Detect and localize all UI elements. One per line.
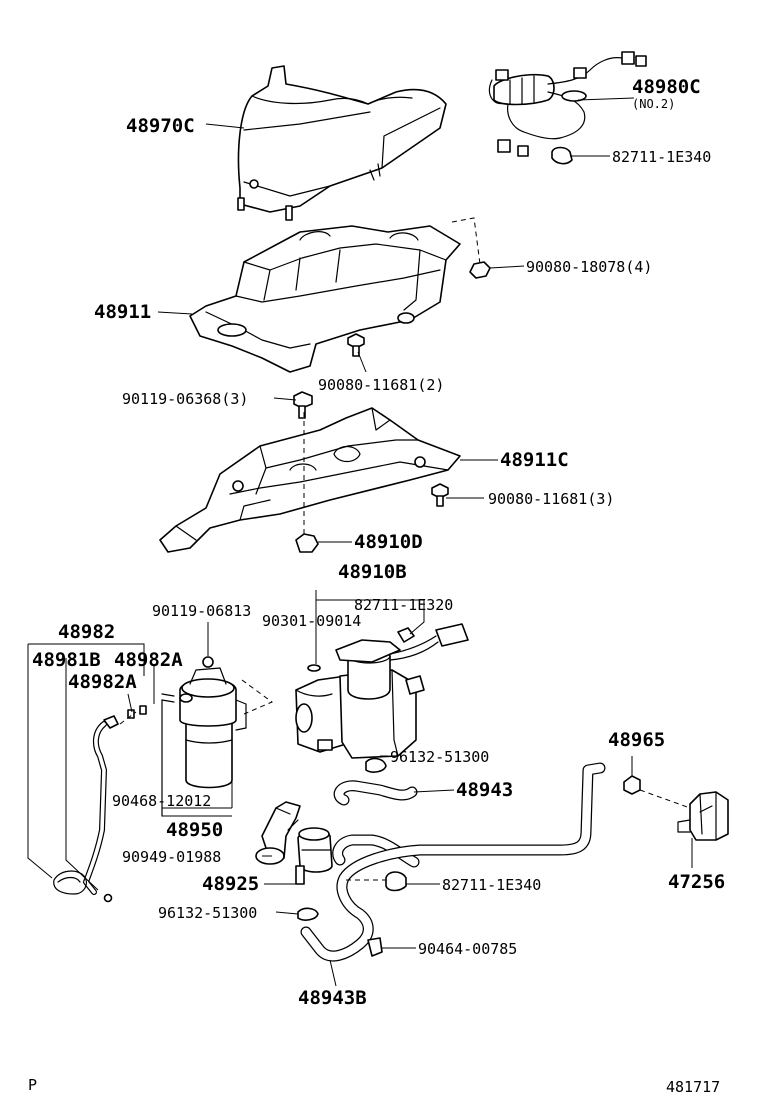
- bolt-90080-18078-drawing: [469, 261, 491, 279]
- label-48982A-2[interactable]: 48982A: [68, 671, 137, 693]
- cover-48970C-drawing: [237, 65, 447, 221]
- part-labels: 48970C 48980C (NO.2) 82711-1E340 90080-1…: [32, 76, 725, 1009]
- pump-48950-drawing: [161, 656, 247, 817]
- harness-48980C-drawing: [488, 51, 647, 165]
- grommet-48965-drawing: [623, 775, 641, 795]
- bolt-90119-06368-drawing: [293, 391, 313, 419]
- clip-96132-51300-lower-drawing: [297, 907, 319, 921]
- label-90949-01988[interactable]: 90949-01988: [122, 848, 221, 866]
- bracket-48911-drawing: [189, 225, 461, 373]
- label-90464-00785[interactable]: 90464-00785: [418, 940, 517, 958]
- label-90080-18078[interactable]: 90080-18078(4): [526, 258, 652, 276]
- label-48911C[interactable]: 48911C: [500, 449, 569, 471]
- clamp-82711-1E340-lower-drawing: [385, 871, 407, 892]
- label-48910D[interactable]: 48910D: [354, 531, 423, 553]
- label-82711-1E320[interactable]: 82711-1E320: [354, 596, 453, 614]
- label-48965[interactable]: 48965: [608, 729, 665, 751]
- clip-96132-51300-upper-drawing: [365, 757, 387, 773]
- bolt-90080-11681-2-drawing: [347, 333, 365, 357]
- label-90301-09014[interactable]: 90301-09014: [262, 612, 361, 630]
- label-48981B[interactable]: 48981B: [32, 649, 101, 671]
- label-90468-12012[interactable]: 90468-12012: [112, 792, 211, 810]
- label-90080-11681-3[interactable]: 90080-11681(3): [488, 490, 614, 508]
- filter-48925-drawing: [295, 827, 333, 885]
- bolt-90080-11681-3-drawing: [431, 483, 449, 507]
- label-48970C[interactable]: 48970C: [126, 115, 195, 137]
- label-48982A-1[interactable]: 48982A: [114, 649, 183, 671]
- pipe-48982-drawing: [53, 705, 147, 903]
- footer-figure-number: 481717: [666, 1078, 720, 1096]
- bracket-47256-drawing: [677, 791, 729, 841]
- label-47256[interactable]: 47256: [668, 871, 725, 893]
- leader-lines: [27, 97, 693, 987]
- label-48943B[interactable]: 48943B: [298, 987, 367, 1009]
- label-48982[interactable]: 48982: [58, 621, 115, 643]
- label-48911[interactable]: 48911: [94, 301, 151, 323]
- clip-90464-00785-drawing: [367, 937, 383, 957]
- label-96132-51300-lower[interactable]: 96132-51300: [158, 904, 257, 922]
- label-90119-06813[interactable]: 90119-06813: [152, 602, 251, 620]
- label-48950[interactable]: 48950: [166, 819, 223, 841]
- label-48925[interactable]: 48925: [202, 873, 259, 895]
- nut-48910D-drawing: [295, 533, 319, 553]
- bracket-48911C-drawing: [159, 407, 461, 553]
- label-82711-1E340-top[interactable]: 82711-1E340: [612, 148, 711, 166]
- hose-48943B-drawing: [300, 762, 606, 962]
- footer-left-code: P: [28, 1076, 37, 1094]
- bracket-90949-01988-drawing: [255, 801, 301, 865]
- label-48980C[interactable]: 48980C: [632, 76, 701, 98]
- label-96132-51300-upper[interactable]: 96132-51300: [390, 748, 489, 766]
- label-82711-1E340-lower[interactable]: 82711-1E340: [442, 876, 541, 894]
- label-90080-11681-2[interactable]: 90080-11681(2): [318, 376, 444, 394]
- label-48980C-note: (NO.2): [632, 97, 675, 111]
- valve-48910B-drawing: [295, 623, 469, 759]
- assembly-lines: [119, 217, 691, 881]
- label-48943[interactable]: 48943: [456, 779, 513, 801]
- label-90119-06368[interactable]: 90119-06368(3): [122, 390, 248, 408]
- label-48910B[interactable]: 48910B: [338, 561, 407, 583]
